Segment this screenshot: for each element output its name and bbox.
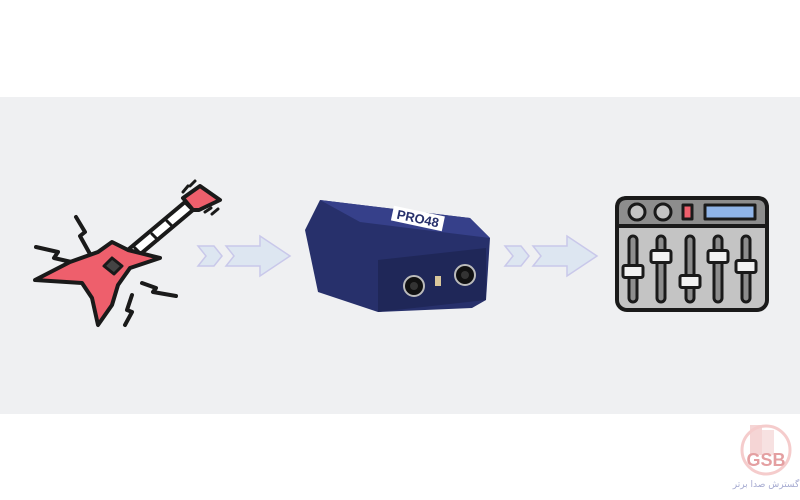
double-chevron-arrow-icon [196,234,292,278]
double-chevron-arrow-icon [503,234,599,278]
fader-knob[interactable] [621,264,645,279]
fader-track [655,234,667,304]
fader-knob[interactable] [649,249,673,264]
fader-knob[interactable] [706,249,730,264]
brand-label [390,205,445,232]
fader-knob[interactable] [678,274,702,289]
watermark-logo-text: GSB [746,450,785,470]
fader-knob[interactable] [734,259,758,274]
mixer-icon [615,196,769,312]
fader-group [621,234,758,304]
di-box-icon: PRO48 [305,200,490,312]
electric-guitar-icon [33,179,222,327]
fader-track [712,234,724,304]
watermark-subtitle: گسترش صدا برتر [732,478,800,490]
ground-switch-icon [435,276,441,286]
fader-track [684,234,696,304]
watermark-logo: GSB گسترش صدا برتر [732,424,800,490]
